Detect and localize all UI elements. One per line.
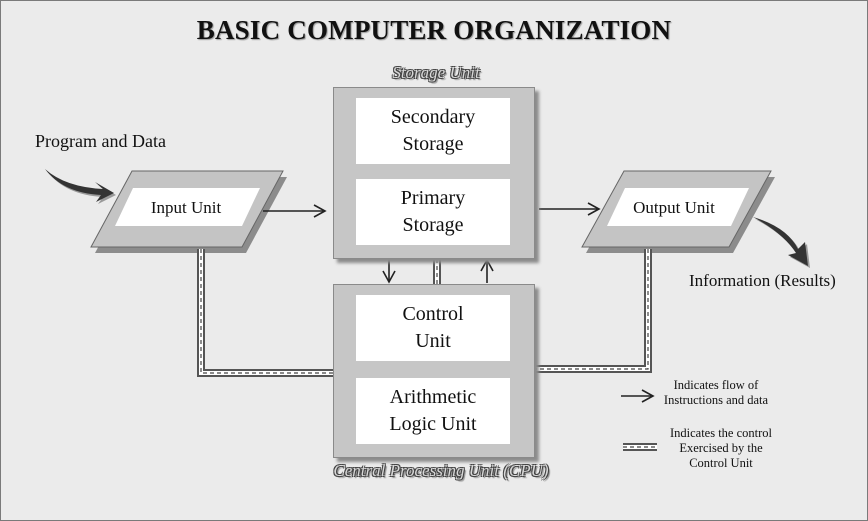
- output-unit-shape: [581, 170, 775, 253]
- input-unit-shape: [90, 170, 287, 253]
- primary-storage-box: Primary Storage: [356, 179, 510, 245]
- program-data-arrow: [45, 169, 116, 204]
- output-unit-label: Output Unit: [633, 198, 715, 217]
- storage-unit-caption: Storage Unit: [392, 63, 480, 82]
- control-unit-box: Control Unit: [356, 295, 510, 361]
- legend-flow-text: Indicates flow of Instructions and data: [663, 378, 769, 407]
- alu-box: Arithmetic Logic Unit: [356, 378, 510, 444]
- control-path-output: [535, 249, 652, 373]
- legend-control-text: Indicates the control Exercised by the C…: [669, 426, 773, 470]
- program-data-label: Program and Data: [35, 131, 166, 151]
- secondary-storage-box: Secondary Storage: [356, 98, 510, 164]
- cpu-caption: Central Processing Unit (CPU): [333, 461, 549, 480]
- input-unit-label: Input Unit: [150, 198, 222, 217]
- information-label: Information (Results): [689, 271, 836, 290]
- storage-unit-box: Secondary Storage Primary Storage: [333, 87, 535, 259]
- control-path-input: [197, 249, 335, 377]
- diagram-title: BASIC COMPUTER ORGANIZATION: [196, 15, 672, 45]
- information-arrow: [753, 217, 810, 268]
- cpu-box: Control Unit Arithmetic Logic Unit: [333, 284, 535, 458]
